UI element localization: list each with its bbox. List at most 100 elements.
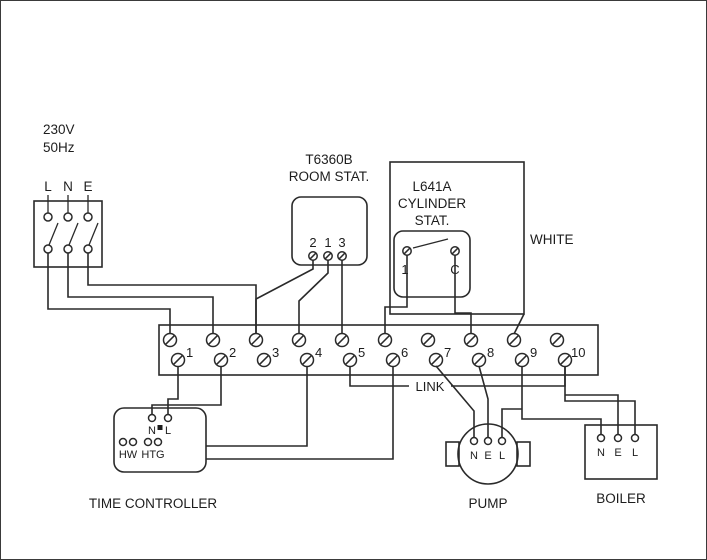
terminal-2-bottom-screw: [213, 352, 229, 368]
terminal-3-bottom-screw: [256, 352, 272, 368]
supply-terminal-n-label: N: [63, 179, 73, 194]
terminal-strip: 1 2 3 4 5 6 7: [158, 324, 599, 376]
room-stat-model: T6360B: [305, 152, 352, 167]
terminal-10-top-screw: [549, 332, 565, 348]
time-controller: N L HW HTG TIME CONTROLLER: [89, 407, 218, 511]
wire-supply-l-to-terminal-1: [47, 253, 171, 334]
terminal-8-top-screw: [463, 332, 479, 348]
cylinder-stat-body: [393, 230, 471, 298]
pump-e-label: E: [484, 450, 491, 462]
terminal-6-bottom-screw: [385, 352, 401, 368]
supply-switch-pole-n: [63, 195, 79, 254]
terminal-7-top-screw: [420, 332, 436, 348]
controller-htg-terminal-b: [153, 437, 163, 447]
controller-htg-terminal-a: [143, 437, 153, 447]
supply-terminal-e-label: E: [83, 179, 92, 194]
terminal-9-bottom-screw: [514, 352, 530, 368]
link-wire-right-segment: [451, 366, 566, 387]
controller-nl-link-icon: [157, 425, 163, 430]
terminal-6-number: 6: [401, 345, 408, 360]
pump-left-lug: [445, 441, 460, 467]
pump-e-terminal: [483, 436, 493, 446]
wire-roomstat-2-to-terminal-3: [255, 260, 314, 334]
strip-terminal-4: 4: [291, 332, 322, 368]
cylinder-stat-switch-blade: [412, 238, 449, 249]
terminal-3-number: 3: [272, 345, 279, 360]
wire-terminal-6-to-controller-hw: [206, 366, 394, 460]
wire-terminal-7-to-pump-n: [435, 365, 475, 437]
strip-terminal-9: 9: [506, 332, 537, 368]
controller-hw-label: HW: [119, 449, 138, 461]
room-stat-terminal-1-label: 1: [324, 235, 331, 250]
pump-l-terminal: [497, 436, 507, 446]
cylinder-stat-cable-outline: [389, 161, 525, 315]
controller-n-terminal: [147, 413, 157, 423]
terminal-8-bottom-screw: [471, 352, 487, 368]
terminal-6-top-screw: [377, 332, 393, 348]
wire-cylstat-c-to-terminal-8: [454, 255, 472, 334]
strip-terminal-6: 6: [377, 332, 408, 368]
wire-terminal-10-to-boiler-l: [564, 366, 636, 434]
wire-cylstat-1-to-terminal-6: [384, 255, 408, 334]
pump-label: PUMP: [468, 496, 507, 511]
terminal-5-top-screw: [334, 332, 350, 348]
pump-body: [457, 423, 519, 485]
terminal-1-bottom-screw: [170, 352, 186, 368]
supply-switch-pole-l: [43, 195, 59, 254]
terminal-9-top-screw: [506, 332, 522, 348]
wire-boiler-e-run: [565, 394, 619, 434]
mains-supply: 230V 50Hz L N E: [33, 122, 103, 268]
boiler-e-terminal: [613, 433, 623, 443]
supply-terminal-l-label: L: [44, 179, 52, 194]
room-stat: T6360B ROOM STAT. 2 1 3: [289, 152, 369, 266]
strip-terminal-7: 7: [420, 332, 451, 368]
terminal-7-number: 7: [444, 345, 451, 360]
pump-right-lug: [516, 441, 531, 467]
room-stat-terminal-1-screw: [323, 251, 333, 261]
boiler-l-terminal: [630, 433, 640, 443]
room-stat-body: [291, 196, 368, 266]
pump-n-label: N: [470, 450, 478, 462]
terminal-9-number: 9: [530, 345, 537, 360]
terminal-5-number: 5: [358, 345, 365, 360]
cylinder-stat-name-line1: CYLINDER: [398, 196, 467, 211]
wire-pump-l-to-terminal-9-run: [501, 408, 522, 437]
wire-terminal-4-to-controller-htg: [206, 366, 308, 447]
strip-terminal-2: 2: [205, 332, 236, 368]
supply-voltage-label: 230V: [43, 122, 75, 137]
strip-terminal-5: 5: [334, 332, 365, 368]
strip-terminal-3: 3: [248, 332, 279, 368]
time-controller-body: [113, 407, 207, 473]
terminal-1-number: 1: [186, 345, 193, 360]
wire-terminal-8-to-pump-e: [478, 365, 489, 437]
supply-switch-pole-e: [83, 195, 99, 254]
wires: [47, 253, 636, 460]
controller-htg-label: HTG: [141, 449, 164, 461]
pump: N E L PUMP: [445, 423, 531, 511]
pump-l-label: L: [499, 450, 505, 462]
terminal-1-top-screw: [162, 332, 178, 348]
terminal-10-bottom-screw: [557, 352, 573, 368]
time-controller-label: TIME CONTROLLER: [89, 496, 218, 511]
wire-supply-e-to-terminal-3: [87, 253, 257, 334]
room-stat-terminal-3-screw: [337, 251, 347, 261]
link-wire-left-segment: [349, 366, 409, 387]
wire-white-to-terminal-9: [513, 313, 525, 335]
cylinder-stat-name-line2: STAT.: [415, 213, 450, 228]
terminal-4-number: 4: [315, 345, 322, 360]
terminal-4-top-screw: [291, 332, 307, 348]
strip-terminal-1: 1: [162, 332, 193, 368]
controller-l-terminal: [163, 413, 173, 423]
boiler-l-label: L: [632, 447, 638, 459]
cylinder-stat: L641A CYLINDER STAT. 1 C: [389, 161, 525, 315]
wire-terminal-9-to-boiler-n: [521, 366, 602, 434]
controller-l-label: L: [165, 425, 171, 437]
cylinder-stat-terminal-1-label: 1: [401, 262, 408, 277]
controller-hw-terminal-b: [128, 437, 138, 447]
white-wire-label: WHITE: [530, 232, 574, 247]
terminal-2-top-screw: [205, 332, 221, 348]
wire-roomstat-1-to-terminal-4: [298, 260, 329, 334]
room-stat-terminal-2-screw: [308, 251, 318, 261]
